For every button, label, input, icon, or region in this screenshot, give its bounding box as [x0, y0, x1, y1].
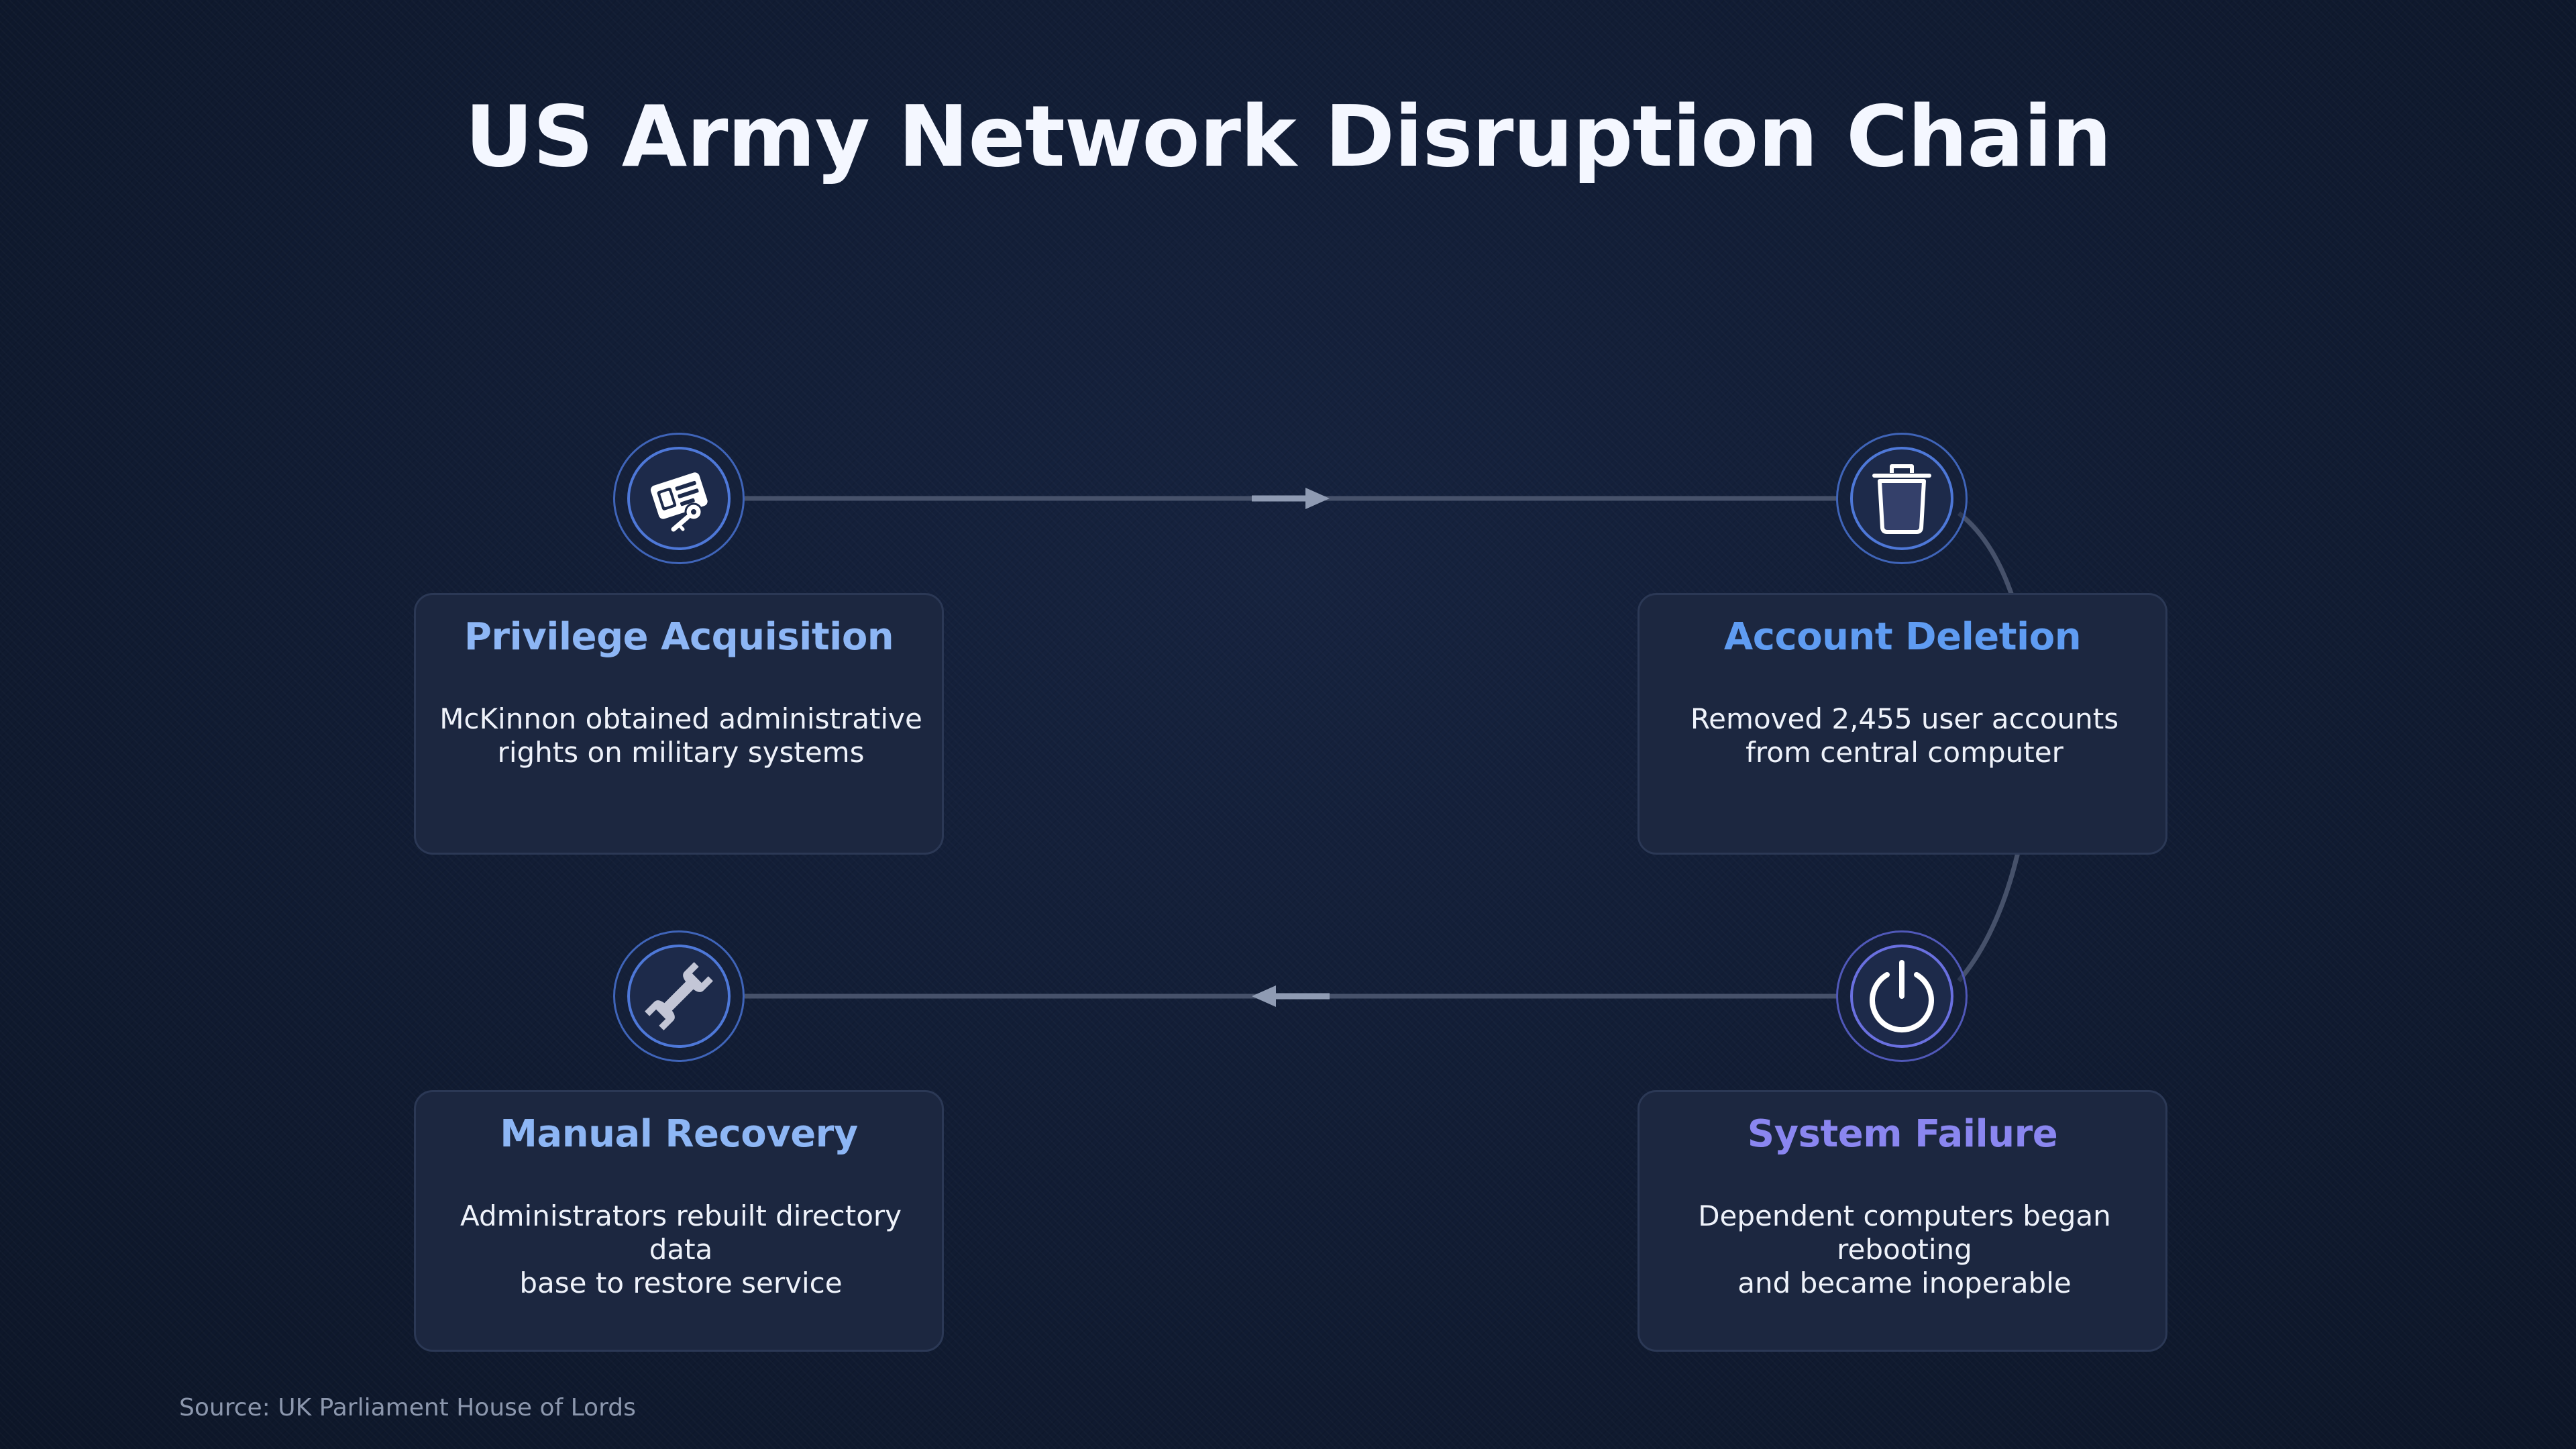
page-title: US Army Network Disruption Chain [464, 87, 2112, 186]
step-node-account-deletion [1836, 433, 1968, 564]
step-title: Privilege Acquisition [464, 615, 894, 659]
step-card-account-deletion: Account Deletion Removed 2,455 user acco… [1638, 593, 2167, 855]
step-card-manual-recovery: Manual Recovery Administrators rebuilt d… [414, 1090, 944, 1352]
step-description: Dependent computers began rebooting and … [1698, 1199, 2111, 1299]
step-node-privilege-acquisition [613, 433, 745, 564]
arrow-left-icon [1252, 985, 1330, 1007]
step-description: Removed 2,455 user accounts from central… [1690, 702, 2119, 769]
wrench-icon [645, 962, 713, 1030]
power-icon [1870, 960, 1934, 1033]
step-title: System Failure [1747, 1112, 2058, 1156]
source-note: Source: UK Parliament House of Lords [179, 1394, 636, 1421]
step-card-privilege-acquisition: Privilege Acquisition McKinnon obtained … [414, 593, 944, 855]
arrow-right-icon [1252, 488, 1330, 509]
step-node-manual-recovery [613, 930, 745, 1062]
credential-key-icon [650, 472, 708, 532]
step-description: McKinnon obtained administrative rights … [439, 702, 922, 769]
step-description: Administrators rebuilt directory data ba… [460, 1199, 902, 1299]
step-title: Manual Recovery [500, 1112, 858, 1156]
step-node-system-failure [1836, 930, 1968, 1062]
step-card-system-failure: System Failure Dependent computers began… [1638, 1090, 2167, 1352]
trash-icon [1872, 464, 1931, 534]
step-title: Account Deletion [1723, 615, 2082, 659]
